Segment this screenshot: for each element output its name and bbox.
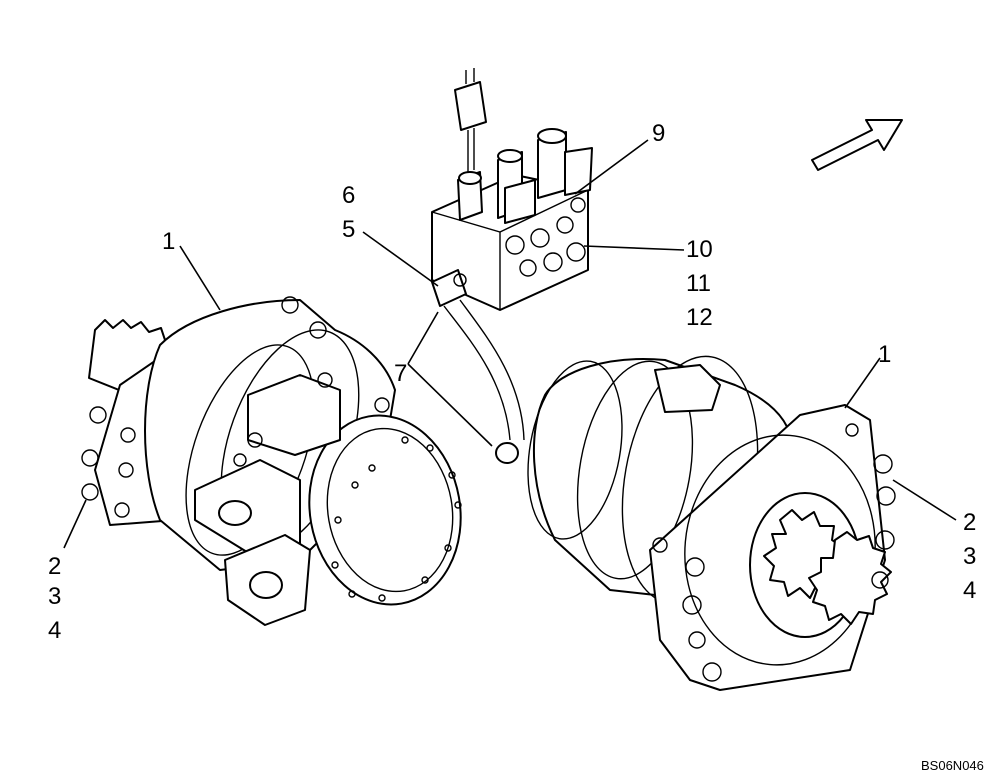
direction-arrow-icon xyxy=(811,119,903,171)
callout-left-hw-b: 3 xyxy=(48,583,61,610)
callout-plug-b: 11 xyxy=(686,270,711,297)
drawing-code: BS06N046 xyxy=(921,758,984,773)
callout-right-hw-a: 2 xyxy=(963,509,976,536)
callout-plug-c: 12 xyxy=(686,304,713,331)
callout-hose: 7 xyxy=(394,360,407,387)
leader-lines xyxy=(63,139,957,549)
callout-left-hw-a: 2 xyxy=(48,553,61,580)
callout-valve: 9 xyxy=(652,120,665,147)
left-end-cover xyxy=(308,414,462,606)
right-drive-motor xyxy=(527,355,896,691)
elbow-fitting xyxy=(431,269,467,307)
left-drive-motor xyxy=(81,296,462,626)
callout-fitting-a: 6 xyxy=(342,182,355,209)
control-valve xyxy=(431,68,593,311)
callout-left-hw-c: 4 xyxy=(48,617,61,644)
callout-left-motor: 1 xyxy=(162,228,175,255)
callout-right-hw-b: 3 xyxy=(963,543,976,570)
hose xyxy=(443,299,525,464)
callout-right-hw-c: 4 xyxy=(963,577,976,604)
callout-fitting-b: 5 xyxy=(342,216,355,243)
sensor-connector xyxy=(454,81,487,131)
callout-right-motor: 1 xyxy=(878,341,891,368)
callout-plug-a: 10 xyxy=(686,236,713,263)
